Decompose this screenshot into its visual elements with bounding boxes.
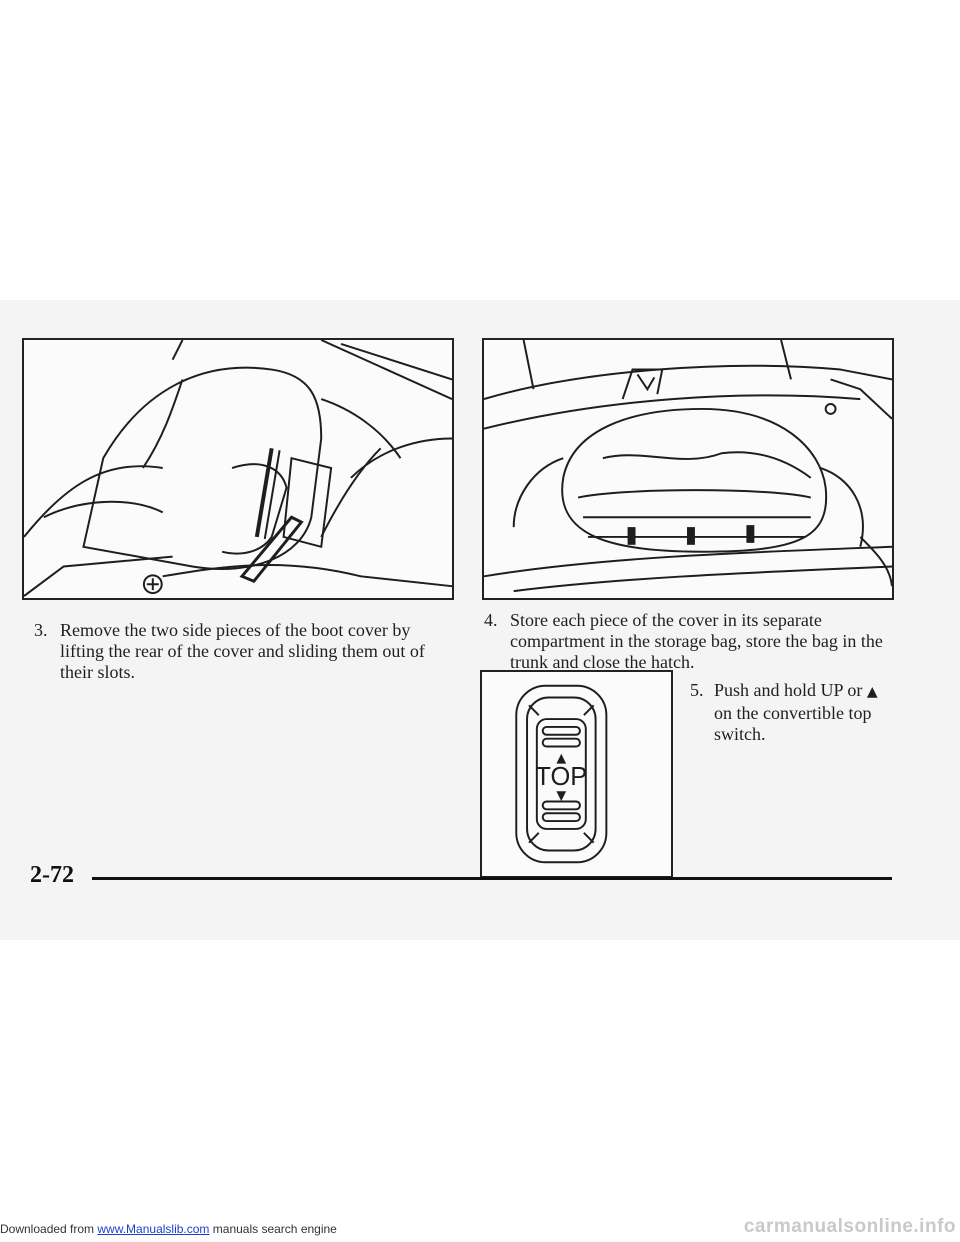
step-text: Push and hold UP or ▲ on the convertible… bbox=[714, 680, 878, 744]
manualslib-link[interactable]: www.Manualslib.com bbox=[97, 1222, 210, 1236]
page-divider bbox=[92, 877, 892, 880]
boot-cover-drawing bbox=[24, 340, 452, 597]
page-number: 2-72 bbox=[30, 862, 74, 888]
step-number: 5. bbox=[690, 680, 704, 700]
boot-cover-illustration bbox=[22, 338, 454, 600]
top-switch-illustration: ▲ TOP ▼ bbox=[480, 670, 673, 878]
switch-up-arrow-icon: ▲ bbox=[556, 751, 566, 766]
step-number: 3. bbox=[34, 620, 48, 640]
step-number: 4. bbox=[484, 610, 498, 630]
step-5: 5. Push and hold UP or ▲ on the converti… bbox=[690, 680, 890, 745]
storage-bag-illustration bbox=[482, 338, 894, 600]
step-3: 3. Remove the two side pieces of the boo… bbox=[34, 620, 434, 683]
download-footer: Downloaded from www.Manualslib.com manua… bbox=[0, 1222, 337, 1236]
watermark-text: carmanualsonline.info bbox=[743, 1216, 956, 1237]
manual-page: ▲ TOP ▼ 3. Remove the two side pieces of… bbox=[0, 300, 960, 940]
switch-down-arrow-icon: ▼ bbox=[556, 788, 566, 803]
storage-bag-drawing bbox=[484, 340, 892, 593]
up-arrow-icon: ▲ bbox=[866, 684, 878, 700]
step-text: Remove the two side pieces of the boot c… bbox=[60, 620, 425, 682]
switch-top-label: TOP bbox=[535, 763, 587, 791]
top-switch-drawing: ▲ TOP ▼ bbox=[515, 684, 608, 864]
step-4: 4. Store each piece of the cover in its … bbox=[484, 610, 894, 673]
step-text: Store each piece of the cover in its sep… bbox=[510, 610, 883, 672]
